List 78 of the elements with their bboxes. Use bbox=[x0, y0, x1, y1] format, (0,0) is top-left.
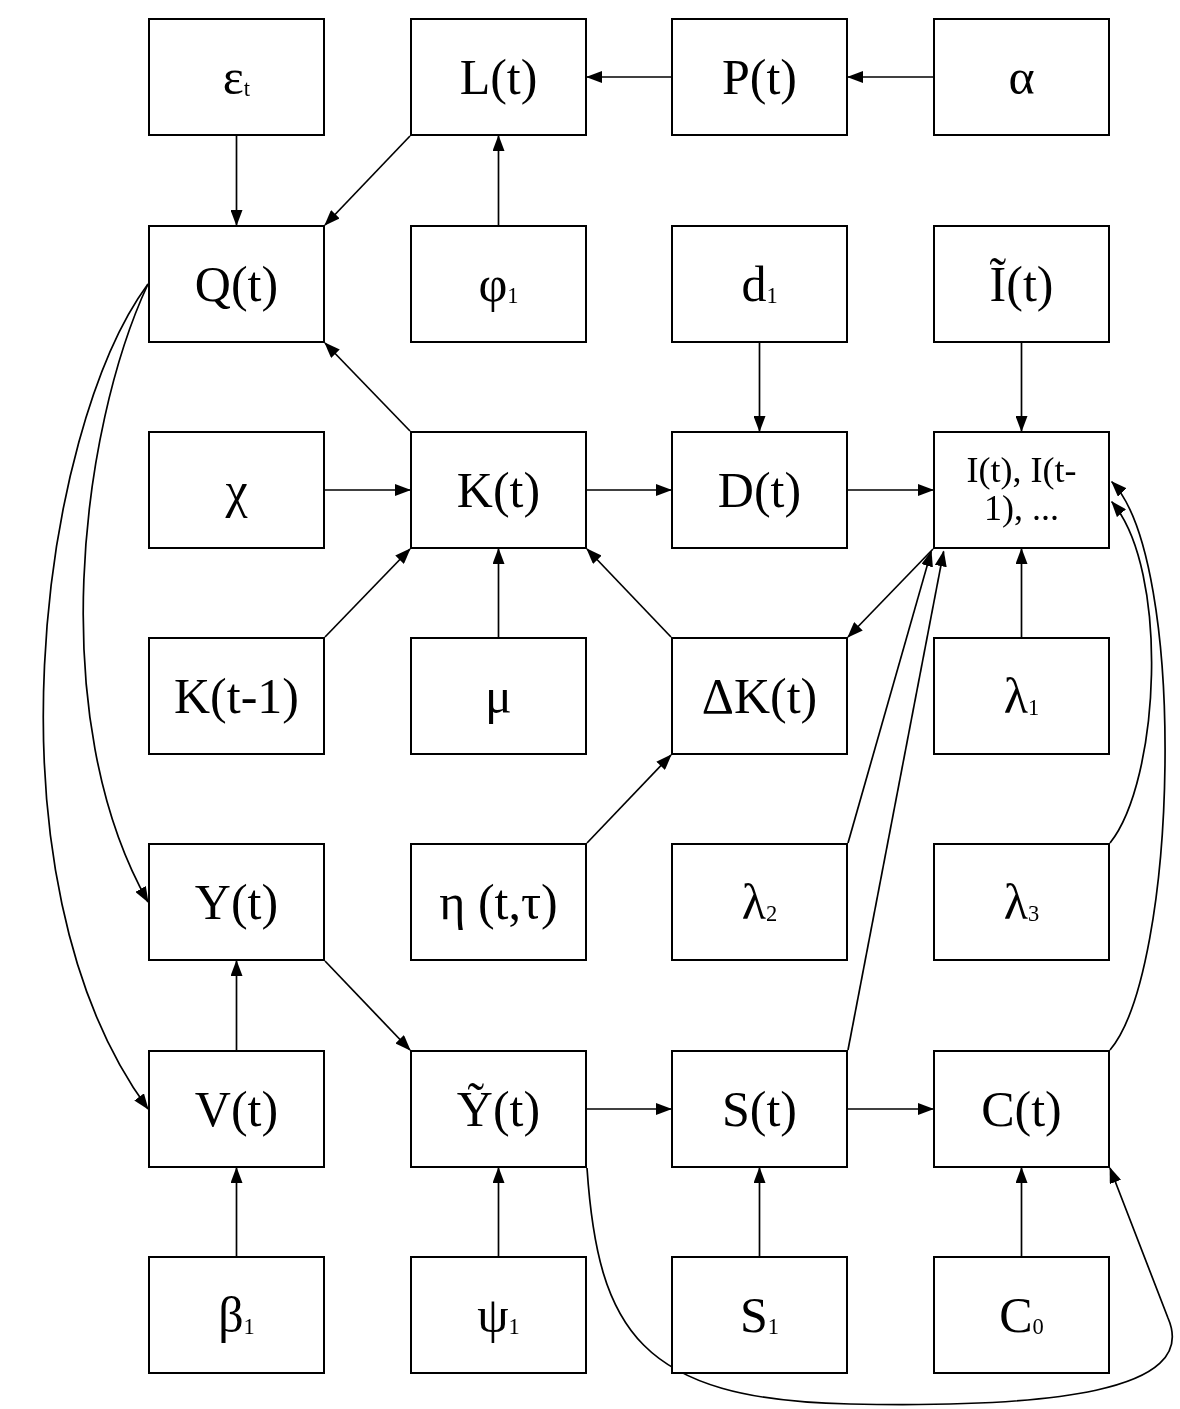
variable-box bbox=[148, 637, 325, 755]
variable-box bbox=[410, 843, 587, 961]
arrow bbox=[586, 1103, 672, 1115]
arrow bbox=[1015, 548, 1028, 638]
variable-label: η (t,τ) bbox=[439, 875, 558, 929]
variable-label: Q(t) bbox=[194, 257, 279, 311]
variable-box bbox=[671, 431, 848, 549]
variable-box bbox=[410, 18, 587, 136]
variable-box bbox=[410, 431, 587, 549]
arrow bbox=[324, 342, 411, 432]
arrow bbox=[492, 135, 505, 226]
variable-box bbox=[148, 843, 325, 961]
arrow bbox=[586, 484, 672, 496]
variable-box bbox=[410, 1256, 587, 1374]
arrow bbox=[82, 283, 149, 903]
arrow bbox=[1015, 342, 1028, 432]
variable-box bbox=[671, 637, 848, 755]
variable-label: μ bbox=[485, 669, 512, 723]
arrow bbox=[753, 342, 766, 432]
variable-box bbox=[148, 1050, 325, 1168]
variable-label: α bbox=[1008, 50, 1035, 104]
variable-label: D(t) bbox=[717, 463, 802, 517]
variable-label: Ĩ(t) bbox=[989, 257, 1054, 311]
variable-label: ΔK(t) bbox=[701, 669, 818, 723]
arrow bbox=[586, 1167, 1174, 1406]
variable-box bbox=[933, 1050, 1110, 1168]
variable-box bbox=[148, 225, 325, 343]
variable-label: K(t-1) bbox=[174, 669, 299, 723]
arrow bbox=[586, 548, 672, 638]
arrow bbox=[230, 135, 243, 226]
variable-box bbox=[410, 225, 587, 343]
variable-box bbox=[933, 1256, 1110, 1374]
variable-box bbox=[671, 1050, 848, 1168]
variable-label: Ỹ(t) bbox=[456, 1082, 541, 1136]
variable-label: P(t) bbox=[722, 50, 797, 104]
arrow bbox=[586, 71, 672, 83]
variable-box bbox=[671, 843, 848, 961]
variable-box bbox=[933, 431, 1110, 549]
arrow bbox=[847, 71, 934, 83]
variable-box bbox=[933, 637, 1110, 755]
variable-label: L(t) bbox=[459, 50, 538, 104]
variable-box bbox=[148, 18, 325, 136]
arrow bbox=[324, 960, 411, 1051]
variable-box bbox=[410, 637, 587, 755]
variable-label: K(t) bbox=[456, 463, 541, 517]
arrow bbox=[847, 548, 934, 638]
variable-box bbox=[933, 843, 1110, 961]
arrow bbox=[847, 484, 934, 496]
arrow bbox=[492, 548, 505, 638]
arrow bbox=[42, 283, 149, 1110]
arrow bbox=[586, 754, 672, 844]
variable-box bbox=[410, 1050, 587, 1168]
arrow bbox=[1109, 500, 1153, 844]
arrow bbox=[1109, 480, 1166, 1051]
arrow bbox=[847, 550, 947, 1051]
arrow bbox=[847, 1103, 934, 1115]
variable-label: S(t) bbox=[722, 1082, 797, 1136]
arrow bbox=[230, 960, 243, 1051]
variable-box bbox=[671, 18, 848, 136]
arrow bbox=[1015, 1167, 1028, 1257]
variable-box bbox=[148, 1256, 325, 1374]
arrow bbox=[324, 548, 411, 638]
arrow bbox=[324, 484, 411, 496]
variable-label: I(t), I(t-1), ... bbox=[965, 452, 1078, 528]
variable-label: V(t) bbox=[194, 1082, 279, 1136]
arrow bbox=[230, 1167, 243, 1257]
arrow bbox=[847, 550, 933, 844]
variable-label: χ bbox=[225, 463, 248, 517]
variable-box bbox=[671, 1256, 848, 1374]
variable-label: C(t) bbox=[981, 1082, 1062, 1136]
variable-box bbox=[933, 225, 1110, 343]
variable-label: Y(t) bbox=[194, 875, 279, 929]
variable-box bbox=[933, 18, 1110, 136]
variable-box bbox=[148, 431, 325, 549]
arrow bbox=[753, 1167, 766, 1257]
arrow bbox=[492, 1167, 505, 1257]
variable-box bbox=[671, 225, 848, 343]
arrow bbox=[324, 135, 411, 226]
